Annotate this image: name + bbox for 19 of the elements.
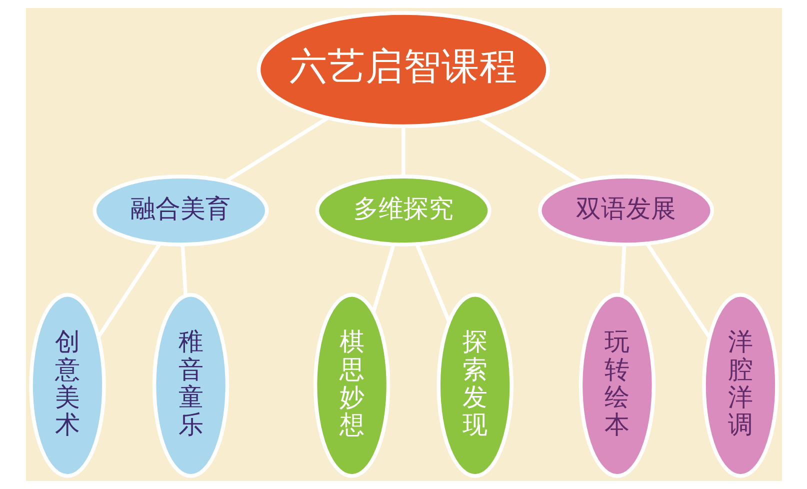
node-ellipse: 玩转绘本 <box>578 292 656 478</box>
node-ellipse: 洋腔洋调 <box>702 292 778 478</box>
connector <box>478 116 582 183</box>
node-ellipse: 六艺启智课程 <box>256 11 550 128</box>
connector <box>619 244 626 296</box>
connector <box>224 116 328 183</box>
node-ellipse: 双语发展 <box>537 174 714 246</box>
connector <box>400 126 405 176</box>
connector <box>180 244 187 296</box>
connector <box>96 242 161 338</box>
node-ellipse: 稚音童乐 <box>152 292 229 478</box>
connector <box>371 244 395 313</box>
node-ellipse: 创意美术 <box>28 292 106 478</box>
connector <box>645 242 710 338</box>
node-ellipse: 探索发现 <box>436 292 513 478</box>
node-ellipse: 融合美育 <box>92 174 268 246</box>
connector <box>414 243 450 322</box>
node-ellipse: 棋思妙想 <box>312 292 390 478</box>
node-ellipse: 多维探究 <box>314 174 491 246</box>
